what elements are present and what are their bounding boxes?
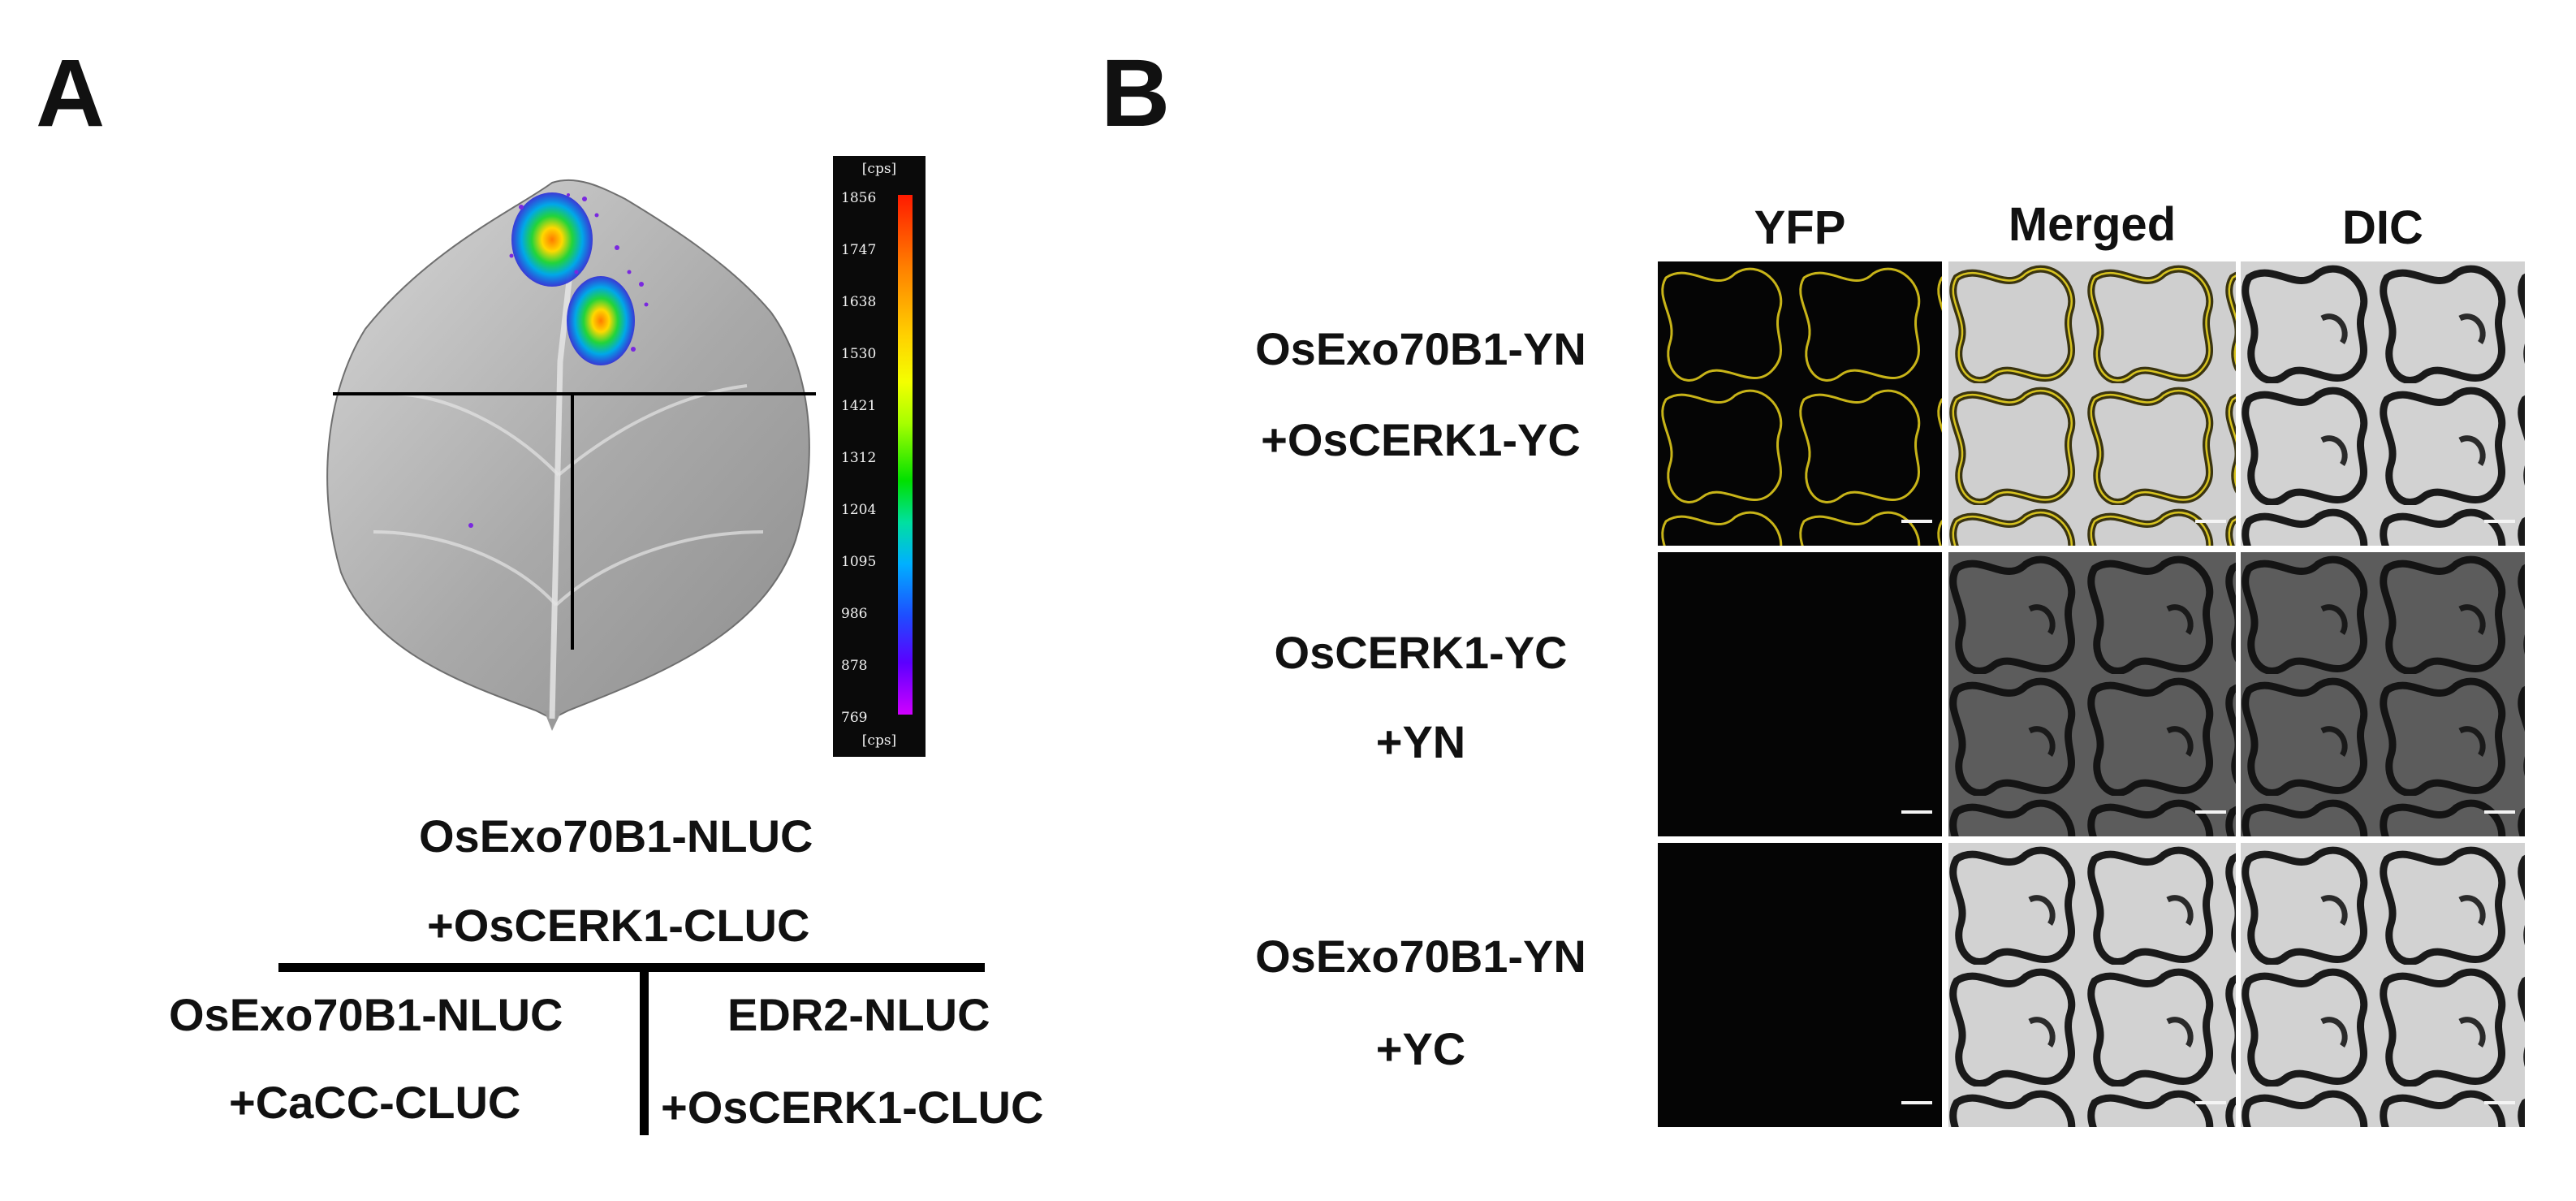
- image-yfp-row1: [1658, 261, 1942, 546]
- colorbar-tick: 1421: [841, 398, 877, 414]
- column-header-yfp: YFP: [1754, 201, 1846, 254]
- image-merged-row1: [1948, 261, 2236, 546]
- row-label-3-line2: +YC: [1375, 1023, 1466, 1074]
- panel-letter-a: A: [36, 40, 106, 147]
- colorbar-tick: 878: [841, 658, 868, 674]
- row-label-1-line1: OsExo70B1-YN: [1255, 323, 1586, 374]
- luminescence-colorbar: [cps] 1856 1747 1638 1530 1421 1312 1204…: [833, 156, 926, 757]
- colorbar-tick: 1095: [841, 554, 877, 570]
- colorbar-tick: 1856: [841, 190, 877, 206]
- label-right-line1: EDR2-NLUC: [727, 989, 990, 1040]
- colorbar-unit-bottom: [cps]: [861, 732, 897, 749]
- colorbar-gradient: [898, 195, 913, 715]
- row-label-1-line2: +OsCERK1-YC: [1261, 414, 1581, 465]
- row-label-3-line1: OsExo70B1-YN: [1255, 931, 1586, 982]
- divider-vertical: [640, 968, 649, 1135]
- image-yfp-row2: [1658, 552, 1942, 836]
- colorbar-tick: 769: [841, 710, 868, 726]
- row-label-2-line1: OsCERK1-YC: [1274, 627, 1568, 678]
- colorbar-tick: 1638: [841, 294, 877, 310]
- colorbar-tick: 986: [841, 606, 868, 622]
- divider-horizontal: [278, 963, 985, 972]
- leaf-luminescence-image: [326, 179, 816, 731]
- image-dic-row2: [2241, 552, 2525, 836]
- column-header-dic: DIC: [2342, 201, 2423, 254]
- row-label-2-line2: +YN: [1375, 716, 1466, 767]
- colorbar-unit-top: [cps]: [861, 161, 897, 177]
- label-top-line2: +OsCERK1-CLUC: [427, 900, 810, 951]
- label-left-line2: +CaCC-CLUC: [229, 1077, 521, 1128]
- colorbar-tick: 1530: [841, 346, 877, 362]
- label-left-line1: OsExo70B1-NLUC: [169, 989, 563, 1040]
- column-header-merged: Merged: [2008, 198, 2177, 251]
- panel-letter-b: B: [1101, 40, 1171, 147]
- colorbar-tick: 1204: [841, 502, 877, 518]
- colorbar-tick: 1747: [841, 242, 877, 258]
- image-dic-row3: [2241, 843, 2525, 1127]
- label-right-line2: +OsCERK1-CLUC: [661, 1082, 1044, 1133]
- colorbar-tick: 1312: [841, 450, 877, 466]
- image-yfp-row3: [1658, 843, 1942, 1127]
- image-dic-row1: [2241, 261, 2525, 546]
- image-merged-row2: [1948, 552, 2236, 836]
- label-top-line1: OsExo70B1-NLUC: [419, 810, 813, 862]
- image-merged-row3: [1948, 843, 2236, 1127]
